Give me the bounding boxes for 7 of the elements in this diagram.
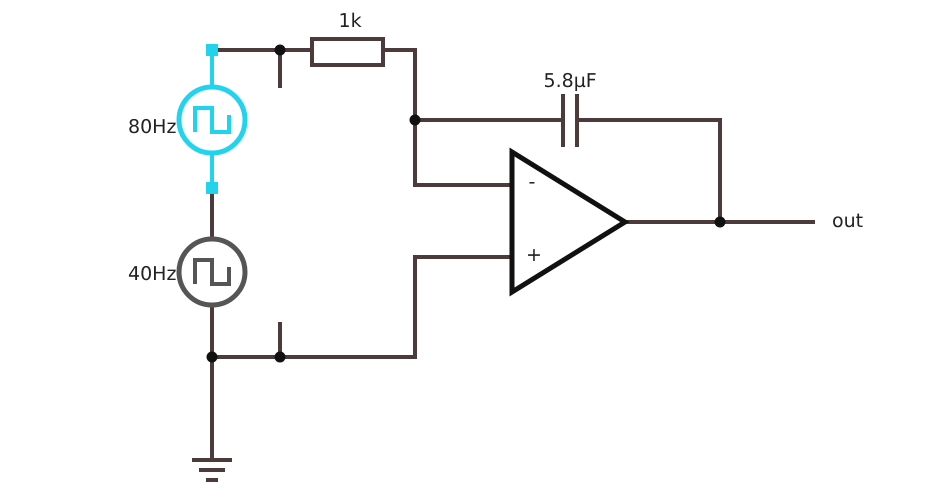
pin-label: - [528, 173, 536, 192]
frequency-label: 80Hz [128, 118, 176, 137]
frequency-label: 40Hz [128, 265, 176, 284]
capacitor-value: 5.8µF [544, 72, 597, 91]
pin-label: + [526, 246, 542, 265]
output-label: out [832, 212, 864, 231]
resistor-value: 1k [338, 12, 362, 31]
